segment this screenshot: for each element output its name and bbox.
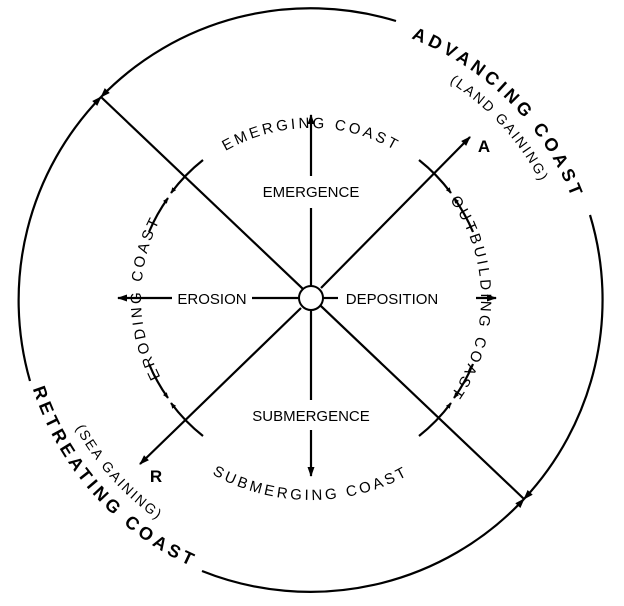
advancing-axis-arrow bbox=[320, 136, 471, 289]
outbuilding-coast-label: OUTBUILDING COAST bbox=[446, 193, 494, 404]
outer-ring bbox=[17, 7, 604, 593]
outer-arc-bottom bbox=[201, 498, 525, 593]
outer-arc-right bbox=[523, 214, 604, 500]
advancing-marker: A bbox=[478, 137, 490, 156]
center-circle bbox=[298, 285, 324, 311]
outer-arc-left bbox=[17, 96, 102, 382]
retreating-marker: R bbox=[150, 467, 162, 486]
inner-ring bbox=[147, 159, 475, 437]
deposition-label: DEPOSITION bbox=[346, 291, 439, 308]
submergence-label: SUBMERGENCE bbox=[252, 408, 370, 425]
erosion-label: EROSION bbox=[177, 291, 246, 308]
retreating-axis-arrow bbox=[139, 307, 302, 465]
outer-arc-top bbox=[100, 7, 397, 98]
emergence-label: EMERGENCE bbox=[263, 184, 360, 201]
